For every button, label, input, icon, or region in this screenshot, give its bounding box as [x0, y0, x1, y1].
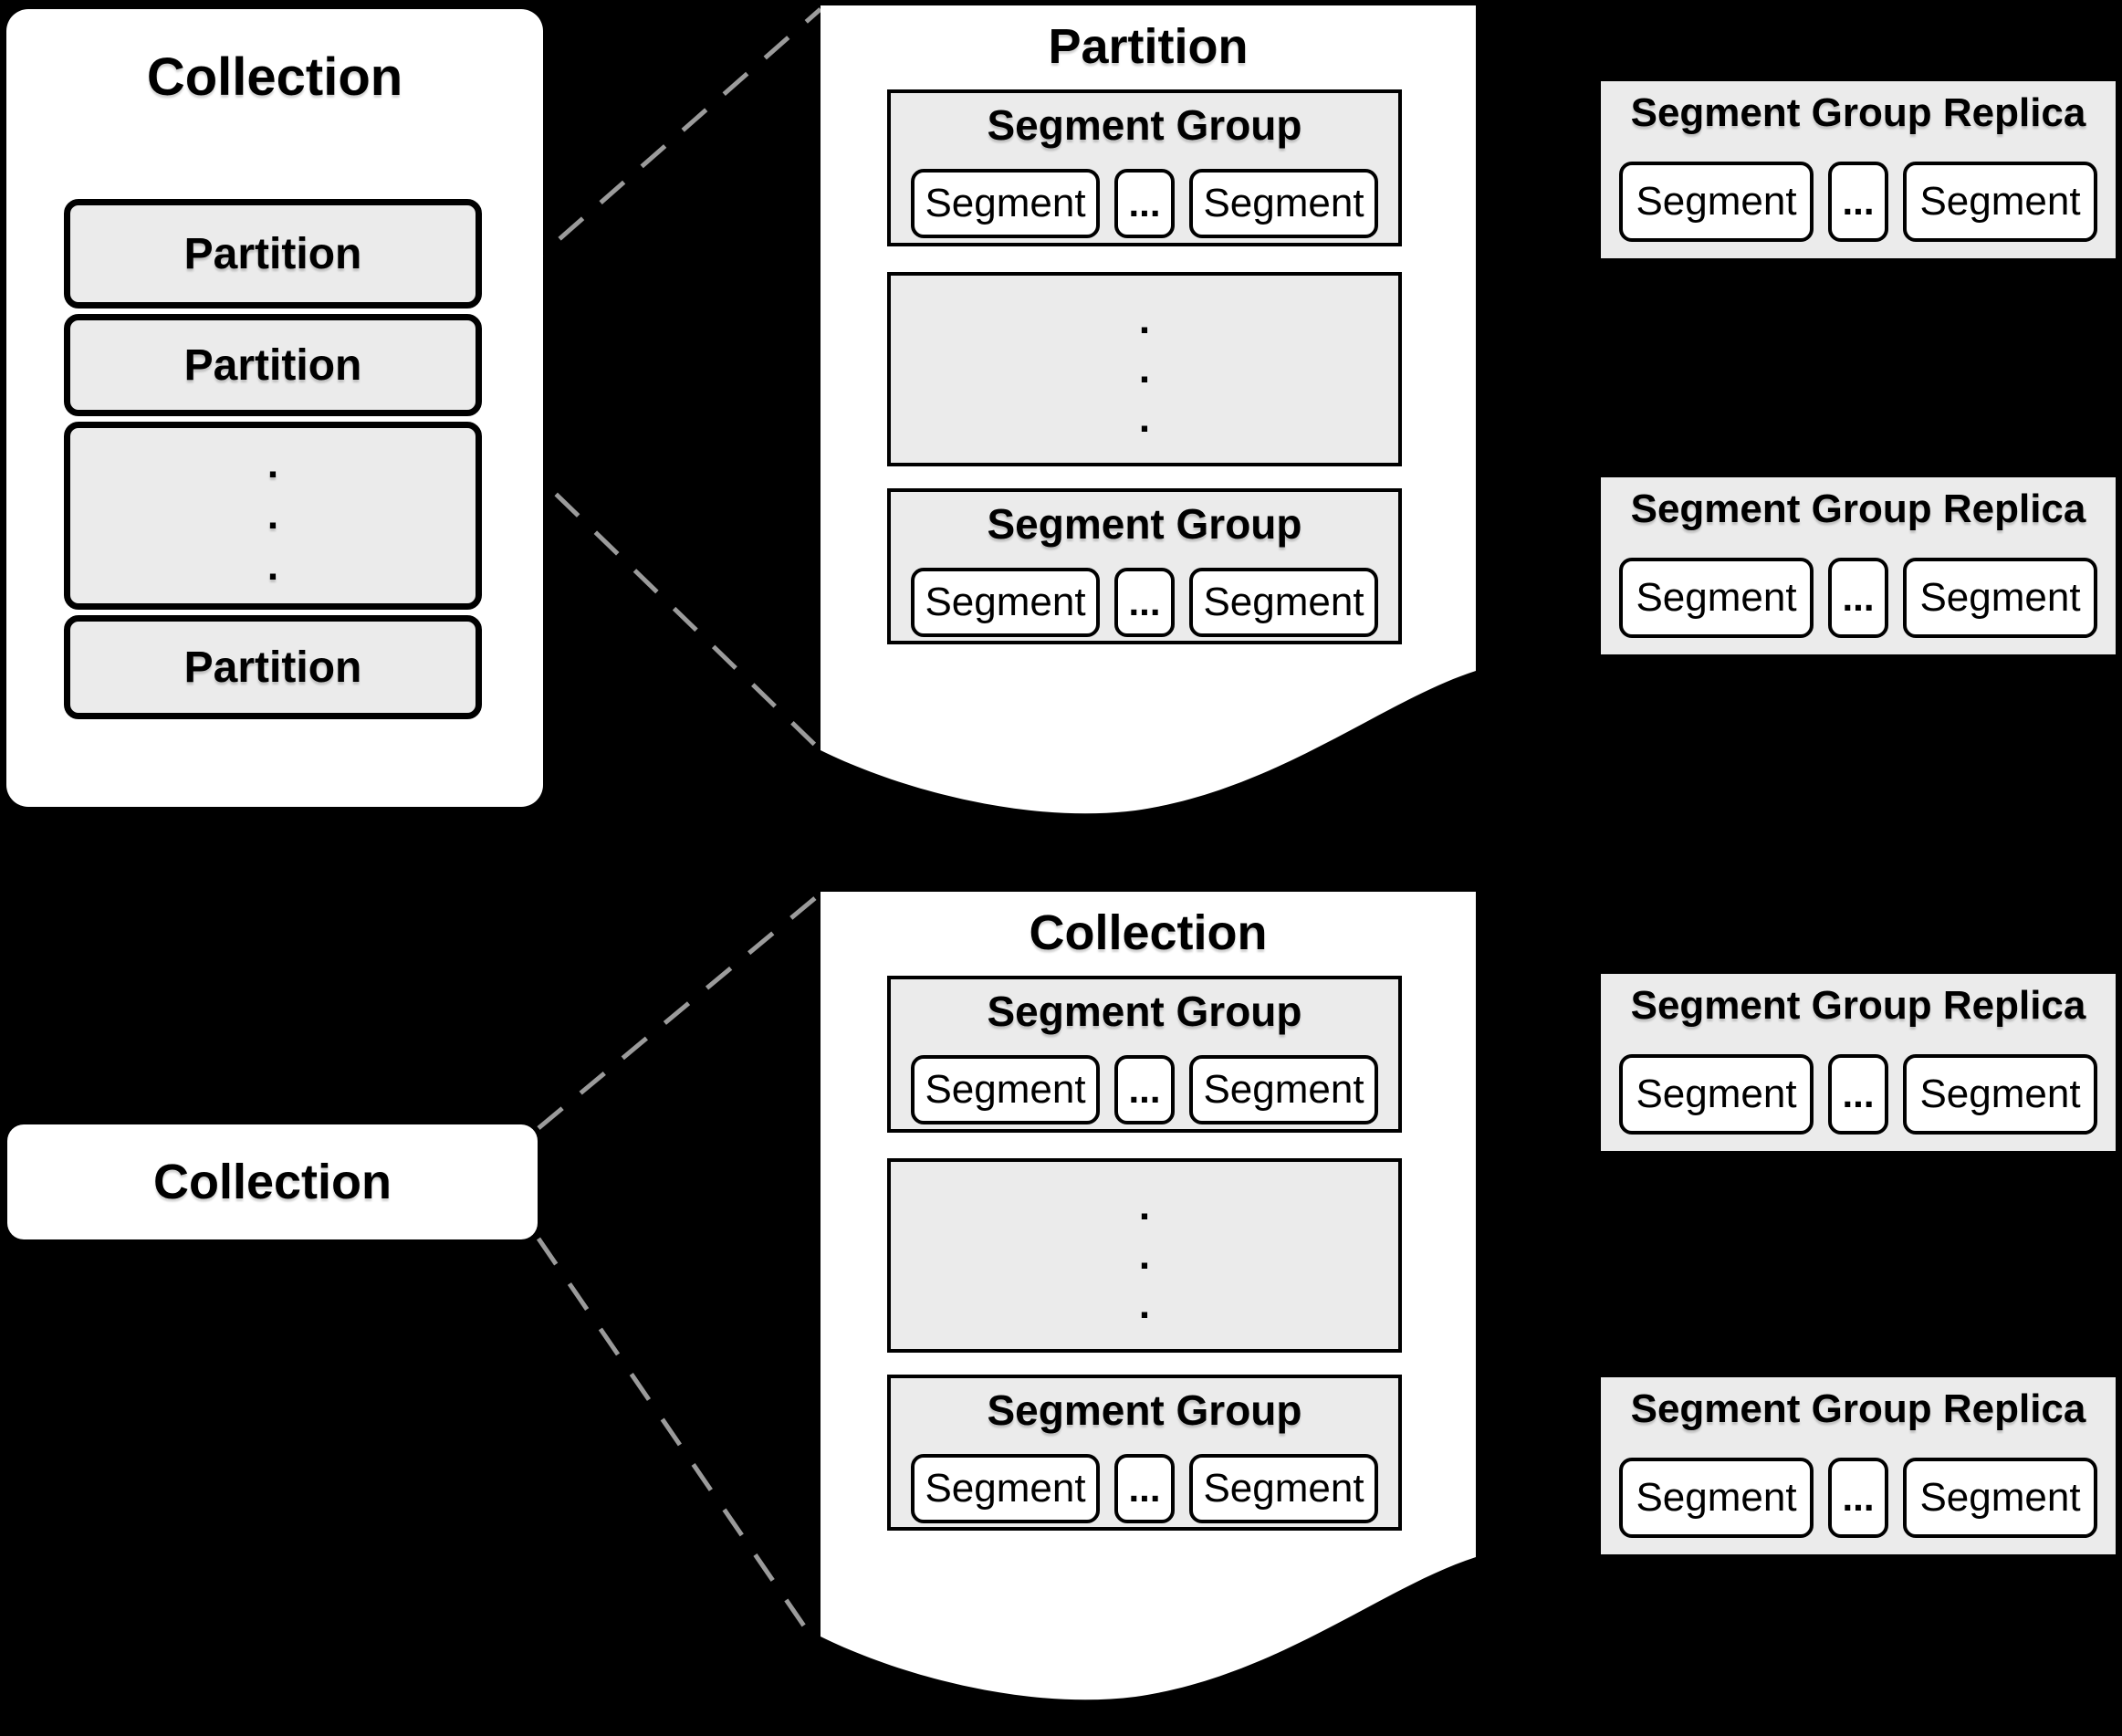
segment-box: Segment	[1903, 1054, 2097, 1135]
segment-box: Segment	[1189, 169, 1378, 238]
segment-row: Segment ... Segment	[1619, 1054, 2097, 1135]
zoom-page-collection: Collection Segment Group Segment ... Seg…	[821, 892, 1476, 1713]
segment-group-box: Segment Group Segment ... Segment	[887, 1375, 1402, 1531]
collection-panel-title: Collection	[146, 47, 403, 107]
segment-row: Segment ... Segment	[911, 1055, 1378, 1124]
segment-ellipsis: ...	[1114, 1454, 1175, 1523]
collection-panel: Collection Partition Partition . . . Par…	[6, 9, 543, 807]
vertical-ellipsis: . . .	[1138, 297, 1151, 441]
zoom-connector-bottom-lower	[536, 1237, 818, 1644]
replica-title: Segment Group Replica	[1630, 486, 2086, 531]
zoom-connector-bottom-upper	[537, 892, 822, 1130]
segment-group-title: Segment Group	[987, 101, 1302, 149]
segment-group-title: Segment Group	[987, 500, 1302, 548]
segment-box: Segment	[1903, 1458, 2097, 1538]
segment-ellipsis: ...	[1828, 1458, 1888, 1538]
segment-box: Segment	[1619, 162, 1814, 242]
segment-group-replica: Segment Group Replica Segment ... Segmen…	[1601, 477, 2116, 654]
segment-box: Segment	[1903, 162, 2097, 242]
segment-box: Segment	[1189, 1055, 1378, 1124]
zoom-page-partition: Partition Segment Group Segment ... Segm…	[821, 5, 1476, 827]
segment-box: Segment	[911, 169, 1100, 238]
segment-group-ellipsis-box: . . .	[887, 1158, 1402, 1353]
segment-row: Segment ... Segment	[911, 568, 1378, 637]
vertical-ellipsis: . . .	[1138, 1183, 1151, 1327]
segment-box: Segment	[1619, 1458, 1814, 1538]
partition-box-1: Partition	[64, 199, 482, 309]
partition-box-3: Partition	[64, 615, 482, 719]
segment-ellipsis: ...	[1828, 558, 1888, 638]
replica-title: Segment Group Replica	[1630, 1386, 2086, 1431]
segment-box: Segment	[1903, 558, 2097, 638]
page-title: Collection	[1029, 905, 1268, 960]
segment-group-ellipsis-box: . . .	[887, 272, 1402, 466]
segment-group-box: Segment Group Segment ... Segment	[887, 89, 1402, 246]
segment-group-title: Segment Group	[987, 988, 1302, 1035]
segment-group-title: Segment Group	[987, 1386, 1302, 1434]
replica-title: Segment Group Replica	[1630, 90, 2086, 135]
segment-box: Segment	[1619, 1054, 1814, 1135]
segment-box: Segment	[911, 1454, 1100, 1523]
collection-chip: Collection	[7, 1124, 538, 1239]
segment-ellipsis: ...	[1114, 169, 1175, 238]
segment-group-replica: Segment Group Replica Segment ... Segmen…	[1601, 974, 2116, 1151]
partition-box-2: Partition	[64, 314, 482, 416]
segment-box: Segment	[1619, 558, 1814, 638]
segment-group-replica: Segment Group Replica Segment ... Segmen…	[1601, 1377, 2116, 1554]
segment-box: Segment	[911, 1055, 1100, 1124]
segment-box: Segment	[1189, 568, 1378, 637]
segment-group-replica: Segment Group Replica Segment ... Segmen…	[1601, 81, 2116, 258]
segment-ellipsis: ...	[1114, 1055, 1175, 1124]
segment-group-box: Segment Group Segment ... Segment	[887, 488, 1402, 644]
segment-row: Segment ... Segment	[911, 169, 1378, 238]
replica-title: Segment Group Replica	[1630, 983, 2086, 1028]
segment-ellipsis: ...	[1828, 1054, 1888, 1135]
segment-group-box: Segment Group Segment ... Segment	[887, 976, 1402, 1133]
segment-box: Segment	[1189, 1454, 1378, 1523]
partition-ellipsis-box: . . .	[64, 422, 482, 610]
segment-ellipsis: ...	[1828, 162, 1888, 242]
segment-box: Segment	[911, 568, 1100, 637]
segment-ellipsis: ...	[1114, 568, 1175, 637]
page-title: Partition	[1048, 19, 1249, 74]
segment-row: Segment ... Segment	[1619, 162, 2097, 242]
segment-row: Segment ... Segment	[1619, 1458, 2097, 1538]
segment-row: Segment ... Segment	[911, 1454, 1378, 1523]
segment-row: Segment ... Segment	[1619, 558, 2097, 638]
